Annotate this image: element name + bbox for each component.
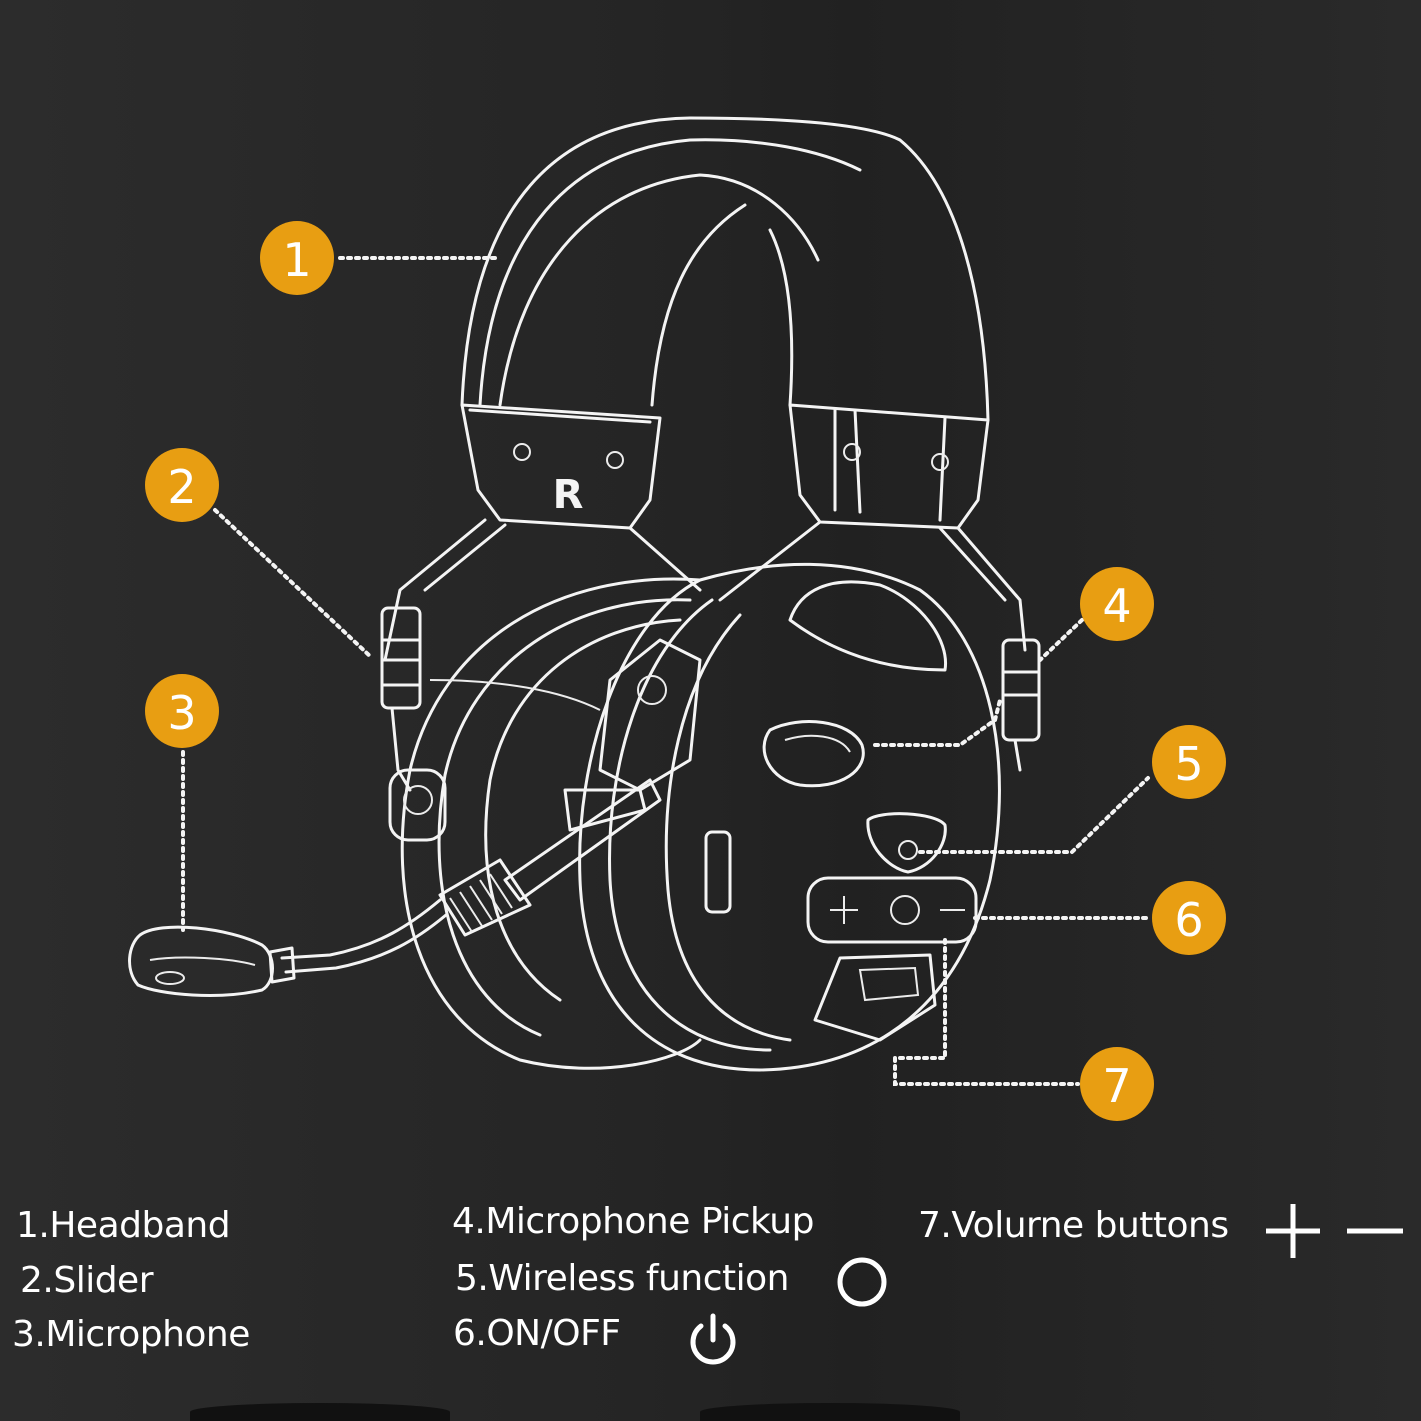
legend-item-on-off: 6.ON/OFF [453, 1313, 621, 1354]
badge-4: 4 [1080, 567, 1154, 641]
badge-1-number: 1 [282, 233, 311, 287]
legend-item-slider: 2.Slider [20, 1260, 154, 1301]
badge-3-number: 3 [167, 686, 196, 740]
badge-2-number: 2 [167, 460, 196, 514]
yoke-arms-drawing [380, 518, 1041, 792]
headband-drawing [460, 116, 990, 530]
badge-6-number: 6 [1174, 893, 1203, 947]
minus-icon [1345, 1227, 1405, 1235]
badge-4-number: 4 [1102, 579, 1131, 633]
legend-item-wireless-function: 5.Wireless function [455, 1258, 789, 1299]
badge-5-number: 5 [1174, 737, 1203, 791]
boom-microphone-drawing [128, 778, 662, 997]
circle-outline-icon [834, 1254, 890, 1310]
left-earcup-drawing [388, 577, 702, 1070]
right-earcup-drawing [578, 562, 1001, 1072]
badge-2: 2 [145, 448, 219, 522]
cropped-earcup-shadow-left [190, 1403, 450, 1421]
legend-item-headband: 1.Headband [16, 1205, 231, 1246]
badge-3: 3 [145, 674, 219, 748]
badge-1: 1 [260, 221, 334, 295]
legend-item-microphone: 3.Microphone [12, 1314, 250, 1355]
leader-lines [181, 256, 1152, 1086]
cropped-earcup-shadow-right [700, 1403, 960, 1421]
badge-5: 5 [1152, 725, 1226, 799]
legend-item-microphone-pickup: 4.Microphone Pickup [452, 1201, 814, 1242]
badge-7: 7 [1080, 1047, 1154, 1121]
badge-7-number: 7 [1102, 1059, 1131, 1113]
power-icon [684, 1310, 742, 1368]
earcup-side-letter: R [553, 472, 584, 518]
plus-icon [1262, 1200, 1324, 1262]
legend-item-volume-buttons: 7.Volurne buttons [918, 1205, 1229, 1246]
badge-6: 6 [1152, 881, 1226, 955]
